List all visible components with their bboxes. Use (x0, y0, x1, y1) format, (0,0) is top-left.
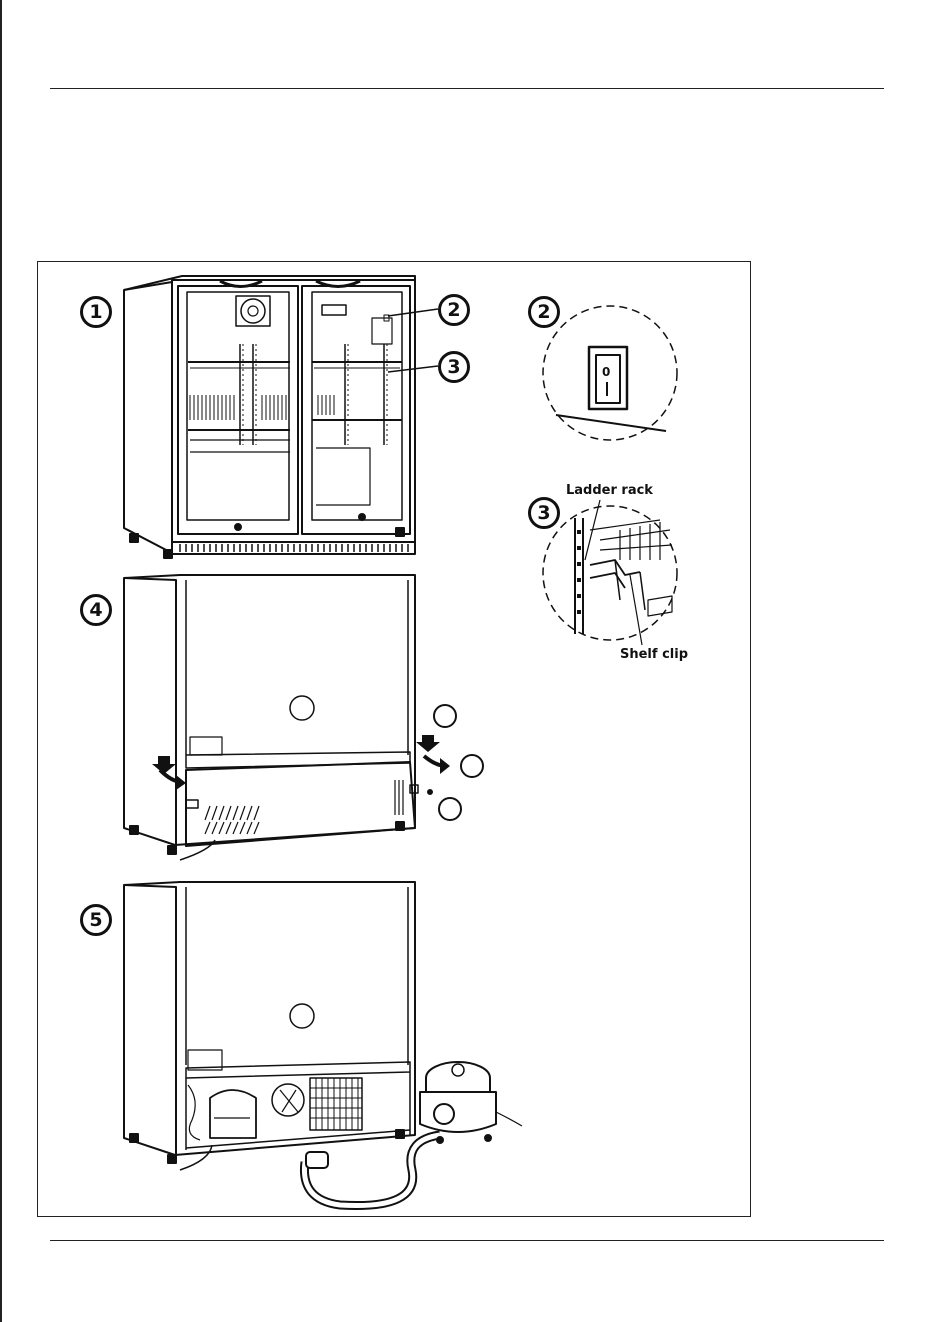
callout-switch: 2 (438, 294, 470, 326)
step-1-callout: 1 (80, 296, 112, 328)
step-4-callout: 4 (80, 594, 112, 626)
callout-ladder-rack: 3 (438, 351, 470, 383)
ladder-rack-detail (543, 500, 677, 645)
ladder-rack-label: Ladder rack (566, 483, 653, 498)
fridge-open-rear-illustration (124, 882, 415, 1170)
shelf-clip-label: Shelf clip (620, 647, 688, 662)
rocker-switch-detail: 0 (543, 306, 677, 440)
detail-3-callout: 3 (528, 497, 560, 529)
blank-callout-b (460, 754, 484, 778)
blank-callout-c (438, 797, 462, 821)
fridge-front-illustration (124, 276, 438, 558)
fridge-rear-illustration (124, 575, 450, 860)
detail-2-callout: 2 (528, 296, 560, 328)
blank-callout-a (433, 704, 457, 728)
step-5-callout: 5 (80, 904, 112, 936)
svg-text:0: 0 (602, 365, 610, 379)
